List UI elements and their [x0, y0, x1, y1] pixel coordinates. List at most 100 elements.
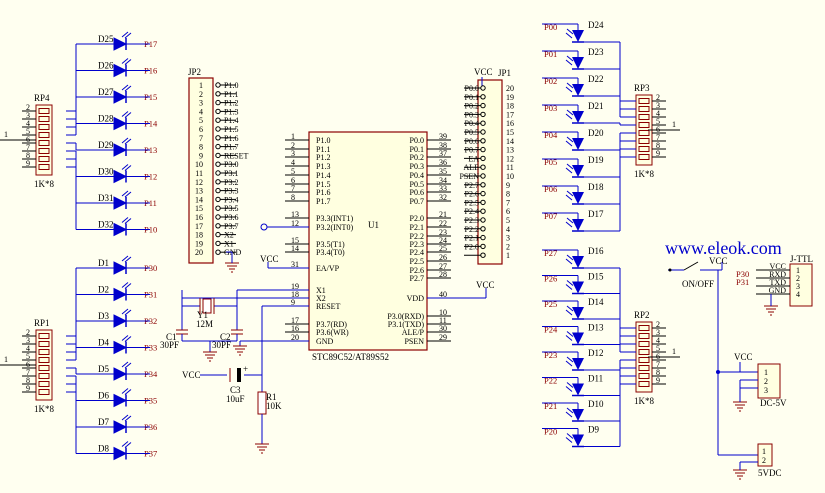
c1-label: C1	[166, 332, 177, 342]
led-net-label: P02	[544, 76, 557, 86]
mcu-pin-name: P1.3	[316, 162, 330, 171]
jp2-pin-number: 6	[199, 125, 203, 134]
jp1-pin-label: P0.4	[465, 119, 479, 128]
r1-value: 10K	[266, 401, 282, 411]
jp2-pin-dot	[215, 179, 221, 185]
resnet-pin-number: 2	[26, 103, 30, 112]
mcu-pin-number: 28	[439, 270, 447, 279]
mcu-pin-name: P1.2	[316, 153, 330, 162]
jp2-ref-label: JP2	[188, 67, 201, 77]
led-d10: D10 P21	[542, 399, 604, 422]
jp1-pin-label: PSEN	[459, 172, 479, 181]
jp2-pin-number: 12	[195, 178, 203, 187]
mcu-pin-name: P3.2(INT0)	[316, 223, 353, 232]
mcu-pin-number: 32	[439, 193, 447, 202]
power-section: ON/OFF VCC J-TTL 1VCC2RXDP303TXDP314GND …	[668, 254, 813, 478]
ground-icon	[255, 443, 269, 454]
resnet-pin-number: 5	[656, 344, 660, 353]
mcu-pin-number: 20	[291, 333, 299, 342]
led-net-label: P21	[544, 401, 557, 411]
jttl-net-label: P31	[736, 277, 749, 287]
jp2-pin-number: 8	[199, 143, 203, 152]
jp2-pin-dot	[215, 196, 221, 203]
dc5v-pin-number: 2	[764, 377, 768, 386]
jp2-pin-dot	[215, 231, 221, 238]
mcu-pin-number: 4	[291, 158, 295, 167]
jp1-pin-number: 14	[506, 137, 514, 146]
mcu-pin-number: 3	[291, 149, 295, 158]
jp1-pin-number: 2	[506, 242, 510, 251]
led-net-label: P16	[144, 66, 157, 76]
led-net-label: P03	[544, 103, 557, 113]
v5dc-pin-number: 1	[762, 447, 766, 456]
led-ref-label: D12	[588, 348, 604, 358]
resnet-pin-number: 8	[656, 368, 660, 377]
jp2-pin-label: GND	[224, 248, 242, 257]
led-ref-label: D3	[98, 311, 109, 321]
mcu-pin-number: 1	[291, 132, 295, 141]
mcu-pin-name: X2	[316, 294, 326, 303]
led-net-label: P34	[144, 369, 158, 379]
dc5v-label: DC-5V	[760, 398, 787, 408]
resnet-pin-number: 5	[26, 127, 30, 136]
jp2-pin-label: P1.6	[224, 134, 238, 143]
led-net-label: P17	[144, 39, 157, 49]
jp1-pin-number: 9	[506, 181, 510, 190]
led-ref-label: D17	[588, 209, 604, 219]
resnet-pin-number: 7	[26, 368, 30, 377]
led-net-label: P06	[544, 184, 557, 194]
led-net-label: P36	[144, 422, 157, 432]
jp2-pin-dot	[215, 240, 221, 247]
led-ref-label: D18	[588, 182, 604, 192]
mcu-pin-name: P2.5	[410, 257, 424, 266]
v5dc-label: 5VDC	[758, 468, 782, 478]
resnet-value-label: 1K*8	[34, 404, 54, 414]
jp2-pin-number: 20	[195, 248, 203, 257]
led-net-label: P07	[544, 211, 557, 221]
jp1-pin-label: P0.3	[465, 110, 479, 119]
led-ref-label: D21	[588, 101, 604, 111]
resnet-value-label: 1K*8	[634, 396, 654, 406]
led-net-label: P26	[544, 274, 557, 284]
mcu-pin-number: 31	[291, 260, 299, 269]
jp2-pin-label: P3.7	[224, 222, 238, 231]
resnet-pin-number: 8	[656, 141, 660, 150]
jp1-pin-number: 19	[506, 93, 514, 102]
mcu-pin-name: P0.2	[410, 153, 424, 162]
mcu-pin-name: P0.5	[410, 180, 424, 189]
led-net-label: P12	[144, 172, 157, 182]
jp1-pin-number: 4	[506, 225, 510, 234]
mcu-pin-name: P3.1(TXD)	[388, 320, 425, 329]
r1-label: R1	[266, 392, 277, 402]
vdd-vcc-label: VCC	[476, 280, 495, 290]
led-ref-label: D9	[588, 425, 599, 435]
jp1-pin-label: P0.1	[465, 93, 479, 102]
led-ref-label: D10	[588, 399, 604, 409]
jp2-pin-dot	[215, 117, 221, 123]
oscillator-reset-section: Y1 12M C1 30PF C2 30PF + C3 10uF VCC	[160, 223, 495, 444]
jp1-pin-label: P2.1	[465, 234, 479, 243]
mcu-pin-number: 5	[291, 167, 295, 176]
jp2-body	[188, 77, 214, 264]
jttl-pin-name: RXD	[769, 270, 786, 279]
jp2-pin-number: 16	[195, 213, 203, 222]
led-ref-label: D20	[588, 128, 604, 138]
resnet-pin-number: 4	[656, 336, 660, 345]
jp2-pin-label: P1.2	[224, 99, 238, 108]
led-ref-label: D27	[98, 87, 114, 97]
led-ref-label: D13	[588, 323, 604, 333]
resnet-pin-number: 3	[26, 111, 30, 120]
jp2-pin-number: 18	[195, 231, 203, 240]
